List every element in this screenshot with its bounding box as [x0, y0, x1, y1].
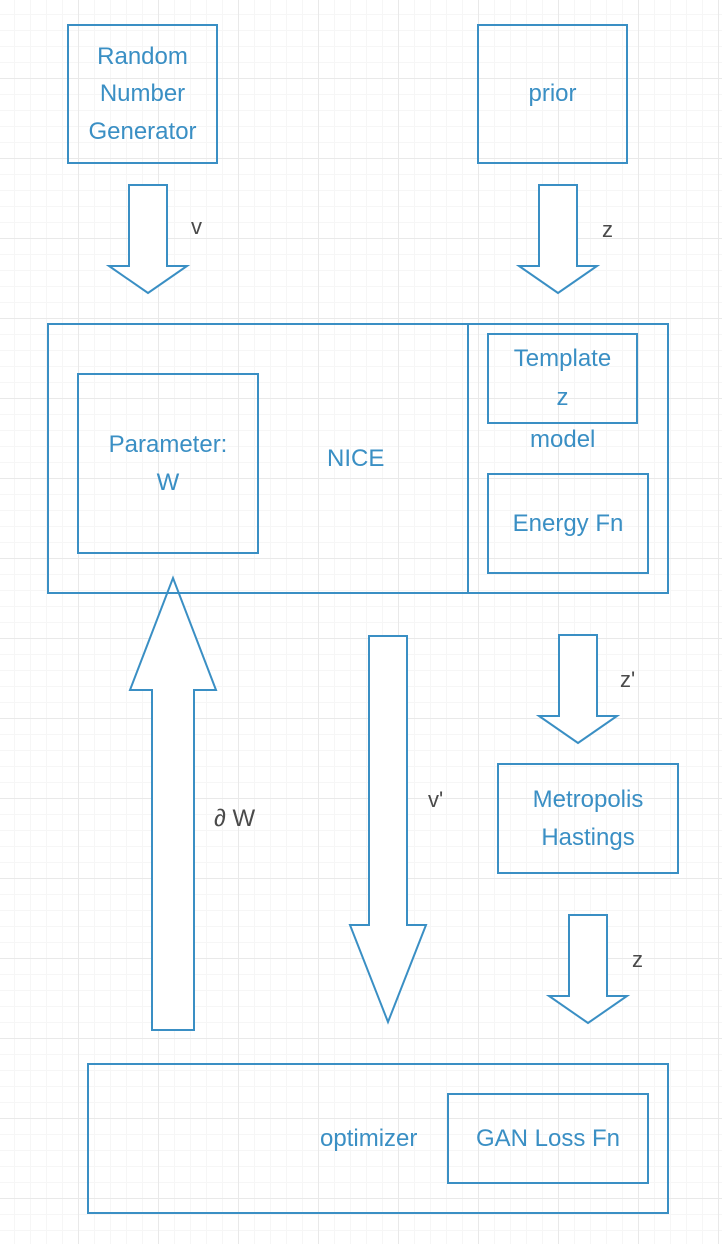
- energy-fn-box: Energy Fn: [487, 473, 649, 574]
- gan-loss-fn-label: GAN Loss Fn: [475, 1124, 621, 1152]
- prior-label: prior: [528, 80, 577, 108]
- edge-label-v: v: [191, 214, 202, 239]
- template-box: Template z: [487, 333, 638, 424]
- edge-label-z-prior: z: [602, 217, 613, 242]
- arrow-dw-to-parameter: [128, 575, 218, 1031]
- arrow-nice-to-optimizer: [348, 635, 428, 1025]
- random-number-generator-label: Random Number Generator: [88, 43, 197, 145]
- model-label: model: [530, 426, 596, 453]
- model-panel: [467, 323, 669, 594]
- edge-label-z-prime: z': [620, 667, 636, 692]
- arrow-model-to-metropolis: [535, 634, 621, 745]
- edge-label-z-mh: z: [632, 947, 643, 972]
- random-number-generator-box: Random Number Generator: [67, 24, 218, 164]
- optimizer-label: optimizer: [320, 1125, 418, 1152]
- gan-loss-fn-box: GAN Loss Fn: [447, 1093, 649, 1184]
- metropolis-hastings-label: Metropolis Hastings: [532, 786, 644, 851]
- arrow-prior-to-model: [515, 184, 601, 295]
- energy-fn-label: Energy Fn: [512, 509, 624, 537]
- edge-label-dw: ∂ W: [214, 805, 256, 832]
- nice-label: NICE: [327, 445, 385, 472]
- arrow-rng-to-nice: [105, 184, 191, 295]
- template-label: Template z: [513, 345, 612, 411]
- edge-label-v-prime: v': [428, 787, 444, 812]
- arrow-metropolis-to-optimizer: [545, 914, 631, 1025]
- optimizer-container: [87, 1063, 669, 1214]
- metropolis-hastings-box: Metropolis Hastings: [497, 763, 679, 874]
- prior-box: prior: [477, 24, 628, 164]
- parameter-box: Parameter: W: [77, 373, 259, 554]
- parameter-label: Parameter: W: [108, 431, 228, 496]
